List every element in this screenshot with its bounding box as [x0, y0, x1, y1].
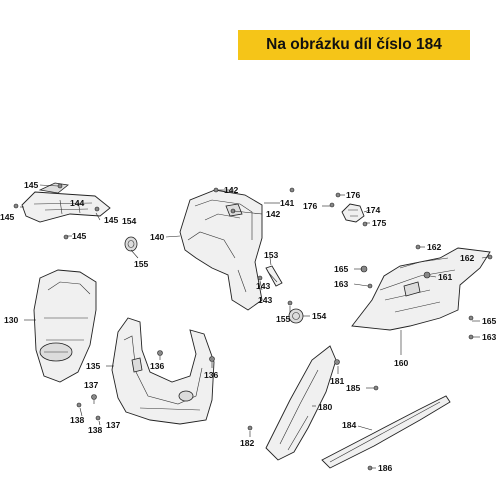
- callout-137: 137: [106, 420, 121, 430]
- callout-130: 130: [4, 315, 19, 325]
- part-154-grommet-left: [124, 236, 138, 252]
- callout-135: 135: [86, 361, 101, 371]
- callout-153: 153: [264, 250, 279, 260]
- callout-145: 145: [72, 231, 87, 241]
- callout-145: 145: [24, 180, 39, 190]
- callout-154: 154: [122, 216, 137, 226]
- callout-181: 181: [330, 376, 345, 386]
- callout-144: 144: [70, 198, 85, 208]
- part-180-side-panel: [265, 345, 337, 461]
- callout-143: 143: [258, 295, 273, 305]
- callout-145: 145: [104, 215, 119, 225]
- part-153-bracket: [265, 265, 283, 287]
- callout-174: 174: [366, 205, 381, 215]
- callout-136: 136: [204, 370, 219, 380]
- callout-140: 140: [150, 232, 165, 242]
- callout-165: 165: [482, 316, 497, 326]
- banner-text: Na obrázku díl číslo 184: [266, 36, 442, 53]
- callout-145: 145: [0, 212, 15, 222]
- callout-155: 155: [134, 259, 149, 269]
- callout-185: 185: [346, 383, 361, 393]
- callout-138: 138: [88, 425, 103, 435]
- callout-182: 182: [240, 438, 255, 448]
- callout-142: 142: [224, 185, 239, 195]
- callout-163: 163: [482, 332, 497, 342]
- callout-165: 165: [334, 264, 349, 274]
- callout-163: 163: [334, 279, 349, 289]
- part-130-front-shield: [33, 269, 97, 383]
- part-140-inner-shield: [179, 189, 263, 311]
- callout-176: 176: [303, 201, 318, 211]
- callout-175: 175: [372, 218, 387, 228]
- callout-136: 136: [150, 361, 165, 371]
- hardware-screws: [13, 183, 493, 471]
- callout-143: 143: [256, 281, 271, 291]
- part-160-floor-panel: [351, 247, 491, 331]
- part-135-lower-shield: [111, 317, 215, 425]
- callout-142: 142: [266, 209, 281, 219]
- callout-labels: 145 145 145 145 144 142 142 141 140 154 …: [0, 180, 497, 473]
- callout-176: 176: [346, 190, 361, 200]
- callout-180: 180: [318, 402, 333, 412]
- callout-162: 162: [427, 242, 442, 252]
- callout-141: 141: [280, 198, 295, 208]
- callout-161: 161: [438, 272, 453, 282]
- leader-lines: [20, 184, 489, 469]
- callout-162: 162: [460, 253, 475, 263]
- part-174-hook: [341, 203, 365, 223]
- callout-186: 186: [378, 463, 393, 473]
- part-184-side-rail: [321, 395, 451, 469]
- callout-137: 137: [84, 380, 99, 390]
- callout-155: 155: [276, 314, 291, 324]
- callout-160: 160: [394, 358, 409, 368]
- callout-138: 138: [70, 415, 85, 425]
- callout-184: 184: [342, 420, 357, 430]
- part-154-grommet-right: [288, 308, 304, 324]
- part-number-banner: Na obrázku díl číslo 184: [238, 30, 470, 60]
- callout-154: 154: [312, 311, 327, 321]
